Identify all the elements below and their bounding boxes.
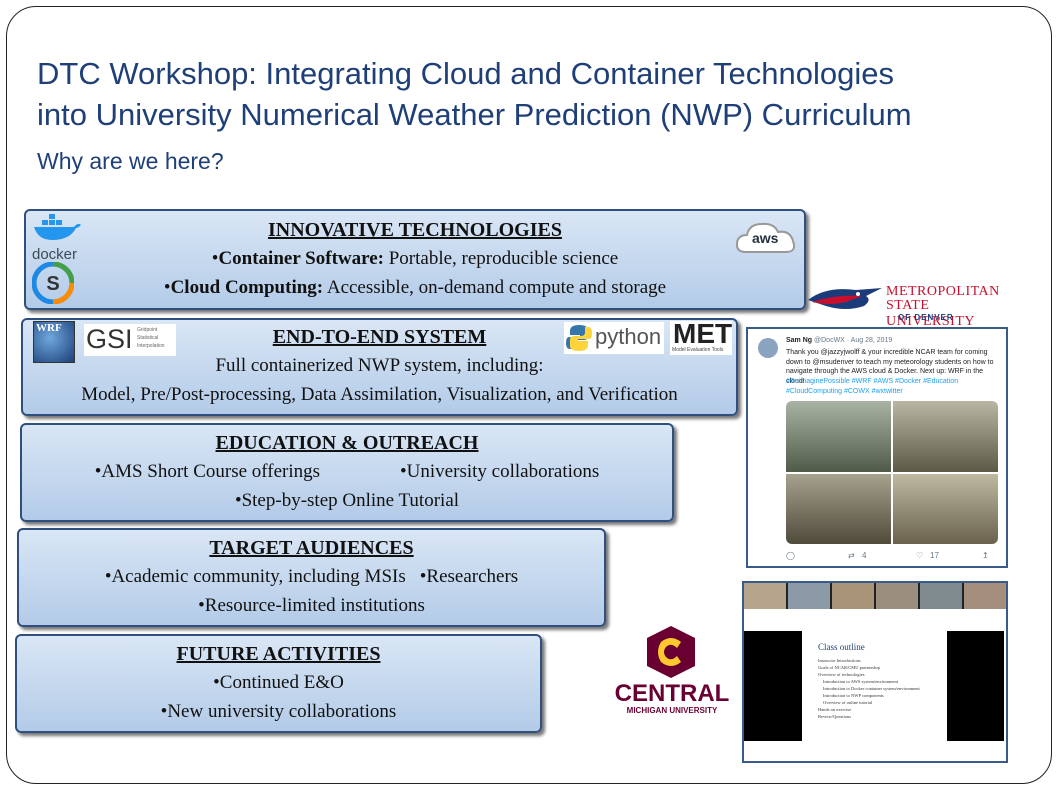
outline-item: Overview of online tutorial [823, 700, 873, 705]
singularity-icon: S [31, 261, 75, 305]
cmu-logo: CENTRAL MICHIGAN UNIVERSITY [611, 624, 733, 718]
outline-list: Instructor Introductions Goals of NCAR/C… [818, 657, 946, 720]
cmu-wordmark-1: CENTRAL [614, 680, 730, 707]
msu-wordmark-3: OF DENVER [898, 313, 954, 322]
education-row-1: •AMS Short Course offerings •University … [22, 457, 672, 486]
python-logo: python [564, 322, 664, 354]
gsi-wordmark: GSI [86, 324, 133, 354]
met-logo: MET Model Evaluation Tools [670, 318, 733, 355]
svg-text:S: S [46, 273, 59, 295]
bullet-cloud-computing: •Cloud Computing: Accessible, on-demand … [163, 277, 667, 298]
outline-item: Introduction to NWP components [823, 693, 884, 698]
slide-title: DTC Workshop: Integrating Cloud and Cont… [37, 53, 1037, 135]
bullet-university-collaborations: •University collaborations [400, 461, 600, 482]
shared-screen-left [744, 631, 802, 741]
docker-logo: docker [30, 214, 82, 263]
bullet-academic-community: •Academic community, including MSIs [104, 566, 406, 587]
band-innovative-technologies: INNOVATIVE TECHNOLOGIES •Container Softw… [24, 209, 806, 310]
singularity-logo: S [31, 261, 75, 305]
wrf-wordmark: WRF [36, 322, 62, 334]
tweet-author: Sam Ng [786, 337, 813, 344]
outline-item: Introduction to AWS system/environment [823, 679, 899, 684]
slide-subtitle: Why are we here? [37, 148, 224, 174]
python-wordmark: python [595, 324, 662, 349]
bullet-ams-short-course: •AMS Short Course offerings [94, 461, 321, 482]
classroom-photo [893, 473, 998, 544]
aws-cloud-icon [735, 222, 796, 253]
met-subtitle: Model Evaluation Tools [672, 347, 724, 353]
participant-video [788, 583, 830, 609]
outline-item: Instructor Introductions [818, 658, 861, 663]
tweet-avatar [758, 338, 778, 358]
outline-item: Goals of NCAR/CMU partnership [818, 665, 880, 670]
outline-item: Overview of technologies [818, 672, 865, 677]
video-strip [744, 583, 1006, 609]
met-wordmark: MET [673, 318, 733, 349]
band-education-outreach: EDUCATION & OUTREACH •AMS Short Course o… [20, 423, 674, 522]
cmu-wordmark-2: MICHIGAN UNIVERSITY [626, 706, 718, 715]
tweet-hashtags: #ReimaginePossible #WRF #AWS #Docker #Ed… [786, 378, 959, 395]
heading-end-to-end: END-TO-END SYSTEM [272, 326, 487, 348]
bullet-researchers: •Researchers [419, 566, 519, 587]
outline-title: Class outline [818, 642, 865, 652]
participant-video [832, 583, 874, 609]
tweet-body: Thank you @jazzyjwolff & your incredible… [786, 349, 994, 385]
participant-video [744, 583, 786, 609]
like-icon: ♡ [916, 551, 924, 560]
outline-item: Hands on exercise [818, 707, 851, 712]
title-line-1: DTC Workshop: Integrating Cloud and Cont… [37, 56, 895, 91]
shared-screen-right [947, 631, 1004, 741]
outline-item: Introduction to Docker container system/… [823, 686, 920, 691]
msu-wordmark-1: METROPOLITAN [886, 284, 1000, 299]
tweet-photo-grid [786, 401, 998, 544]
heading-future-activities: FUTURE ACTIVITIES [176, 643, 381, 665]
participant-video [876, 583, 918, 609]
bullet-new-collaborations: •New university collaborations [160, 701, 397, 722]
reply-icon: ◯ [786, 551, 795, 560]
classroom-photo [786, 401, 891, 472]
audiences-row-1: •Academic community, including MSIs •Res… [19, 562, 604, 591]
classroom-photo [893, 401, 998, 472]
band-target-audiences: TARGET AUDIENCES •Academic community, in… [17, 528, 606, 627]
bullet-container-software: •Container Software: Portable, reproduci… [211, 248, 619, 269]
end-to-end-line-1: Full containerized NWP system, including… [215, 355, 544, 376]
retweet-count: 4 [862, 551, 867, 560]
docker-whale-icon [34, 214, 81, 240]
docker-wordmark: docker [32, 246, 78, 263]
like-count: 17 [930, 551, 939, 560]
tweet-meta: @DocWX · Aug 28, 2019 [814, 337, 893, 344]
participant-video [920, 583, 962, 609]
gsi-logo: GSI Gridpoint Statistical Interpolation [84, 324, 176, 356]
gsi-subtitle: Gridpoint Statistical Interpolation [137, 327, 165, 349]
python-snake-icon [566, 325, 592, 351]
tweet-screenshot: Sam Ng @DocWX · Aug 28, 2019 Thank you @… [746, 327, 1008, 568]
aws-logo: aws [734, 216, 800, 258]
wrf-logo: WRF [33, 321, 75, 363]
bullet-continued-eo: •Continued E&O [213, 672, 344, 693]
msu-wordmark-2: STATE UNIVERSITY [886, 298, 975, 329]
band-future-activities: FUTURE ACTIVITIES •Continued E&O •New un… [15, 634, 542, 733]
tweet-header: Sam Ng @DocWX · Aug 28, 2019 [786, 337, 998, 344]
participant-video [964, 583, 1006, 609]
aws-wordmark: aws [752, 230, 779, 246]
roadrunner-icon [808, 288, 882, 309]
bullet-resource-limited: •Resource-limited institutions [198, 595, 425, 616]
title-line-2: into University Numerical Weather Predic… [37, 97, 912, 132]
zoom-class-screenshot: Class outline Instructor Introductions G… [742, 581, 1008, 763]
share-icon: ↥ [982, 551, 989, 560]
outline-item: Review/Questions [818, 714, 851, 719]
cmu-c-icon [647, 626, 695, 678]
heading-innovative: INNOVATIVE TECHNOLOGIES [268, 219, 562, 241]
classroom-photo [786, 473, 891, 544]
band-end-to-end-system: END-TO-END SYSTEM Full containerized NWP… [21, 318, 738, 416]
end-to-end-line-2: Model, Pre/Post-processing, Data Assimil… [81, 384, 678, 405]
bullet-online-tutorial: •Step-by-step Online Tutorial [234, 490, 460, 511]
retweet-icon: ⇄ [848, 551, 855, 560]
heading-target-audiences: TARGET AUDIENCES [209, 537, 414, 559]
heading-education: EDUCATION & OUTREACH [215, 432, 479, 454]
msu-denver-logo: METROPOLITAN STATE UNIVERSITY OF DENVER [806, 280, 1021, 329]
